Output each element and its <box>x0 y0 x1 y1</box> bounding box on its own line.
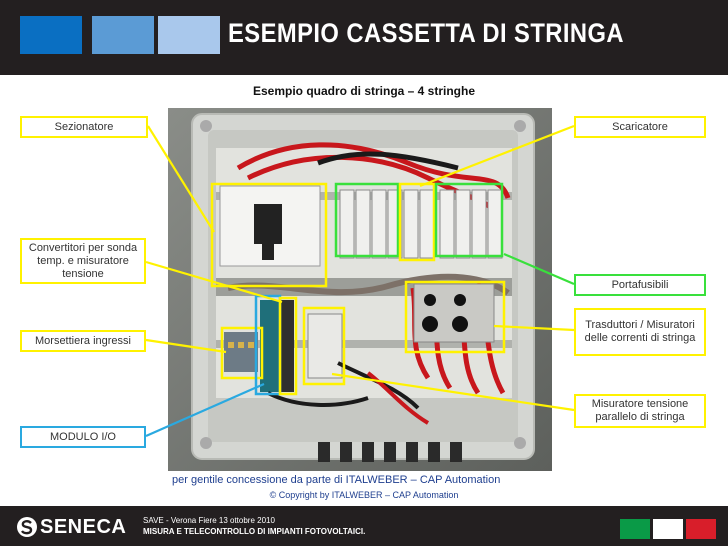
footer-topic: MISURA E TELECONTROLLO DI IMPIANTI FOTOV… <box>143 527 366 536</box>
slide-subtitle: Esempio quadro di stringa – 4 stringhe <box>252 84 476 98</box>
footer-event: SAVE - Verona Fiere 13 ottobre 2010 <box>143 516 275 525</box>
label-misuratore-tensione: Misuratore tensione parallelo di stringa <box>574 394 706 428</box>
label-modulo-io: MODULO I/O <box>20 426 146 448</box>
label-trasduttori: Trasduttori / Misuratori delle correnti … <box>574 308 706 356</box>
header-square-2 <box>92 16 154 54</box>
slide-title: ESEMPIO CASSETTA DI STRINGA <box>228 18 625 48</box>
slide-header: ESEMPIO CASSETTA DI STRINGA <box>0 0 728 75</box>
flag-green <box>620 519 650 539</box>
label-portafusibili: Portafusibili <box>574 274 706 296</box>
string-box-photo <box>168 108 552 471</box>
seneca-logo-icon <box>17 517 37 537</box>
flag-white <box>653 519 683 539</box>
seneca-logo-text: SENECA <box>40 516 127 538</box>
slide-footer: SENECA SAVE - Verona Fiere 13 ottobre 20… <box>0 506 728 546</box>
label-convertitori: Convertitori per sonda temp. e misurator… <box>20 238 146 284</box>
label-scaricatore: Scaricatore <box>574 116 706 138</box>
header-square-3 <box>158 16 220 54</box>
flag-red <box>686 519 716 539</box>
label-morsettiera: Morsettiera ingressi <box>20 330 146 352</box>
header-square-1 <box>20 16 82 54</box>
label-sezionatore: Sezionatore <box>20 116 148 138</box>
copyright-text: © Copyright by ITALWEBER – CAP Automatio… <box>269 490 459 500</box>
photo-credit: per gentile concessione da parte di ITAL… <box>172 474 501 486</box>
